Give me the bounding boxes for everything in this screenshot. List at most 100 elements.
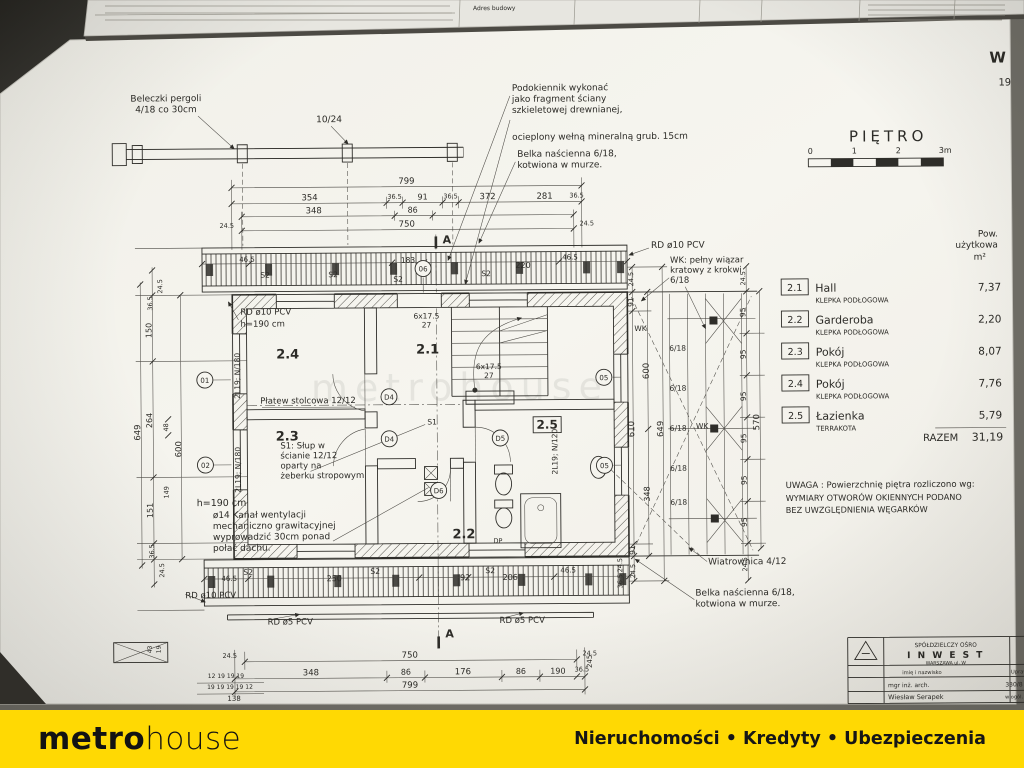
dim-label: 570 bbox=[752, 414, 762, 430]
dim-label: RD ø5 PCV bbox=[500, 616, 546, 626]
dim-label: 24.5 bbox=[629, 564, 637, 579]
legend-room-num: 2.5 bbox=[788, 411, 803, 422]
dim-label: 24.5 bbox=[223, 652, 238, 660]
dim-label: ścianie 12/12 bbox=[280, 450, 337, 461]
dim-label: 649 bbox=[133, 424, 143, 440]
dim-label: 36.5 bbox=[146, 296, 154, 311]
dim-label: jako fragment ściany bbox=[511, 93, 607, 105]
dim-label: 91 bbox=[417, 193, 427, 202]
dim-label: wyprowadzić 30cm ponad bbox=[213, 531, 330, 543]
left-dimension-chains bbox=[134, 247, 248, 611]
top-sheet-text: Adres budowy bbox=[473, 5, 516, 12]
dim-label: 24.5 bbox=[220, 222, 235, 230]
bottom-balcony bbox=[200, 556, 633, 621]
dim-label: 600 bbox=[174, 441, 184, 457]
dim-label: 86 bbox=[408, 206, 418, 215]
ref-bubble-06: 06 bbox=[414, 260, 432, 277]
dim-label: 46.5 bbox=[560, 566, 576, 574]
dim-label: h=190 cm bbox=[240, 320, 284, 330]
note-uwaga: UWAGA : Powierzchnię piętra rozliczono w… bbox=[786, 480, 975, 515]
dim-label: S1 bbox=[427, 417, 437, 426]
legend-room-area: 2,20 bbox=[978, 313, 1001, 325]
dim-label: S2 bbox=[481, 269, 491, 278]
dim-label: 19 19 19 19 12 bbox=[207, 684, 253, 691]
dim-label: 95 bbox=[739, 433, 748, 443]
dim-label: 95 bbox=[740, 517, 749, 527]
dim-label: 91 bbox=[626, 297, 635, 307]
dim-label: 281 bbox=[536, 192, 552, 202]
watermark: metrohouse bbox=[311, 364, 609, 410]
room-2-5-box bbox=[532, 416, 562, 434]
ref-bubble-text: 01 bbox=[200, 377, 209, 385]
footer-tagline: Nieruchomości • Kredyty • Ubezpieczenia bbox=[574, 729, 986, 749]
dim-label: Podokiennik wykonać bbox=[512, 82, 608, 94]
dim-label: 86 bbox=[401, 668, 411, 677]
dim-label: 649 bbox=[656, 421, 666, 437]
legend-room-num: 2.2 bbox=[787, 315, 802, 326]
dim-label: 354 bbox=[301, 193, 317, 203]
org-name: SPÓŁDZIELCZY OŚRO bbox=[915, 642, 978, 649]
dim-label: 92 bbox=[460, 573, 470, 582]
ref-bubble-text: 05 bbox=[599, 374, 608, 382]
dim-label: WK bbox=[696, 422, 709, 431]
legend-header-unit: m² bbox=[974, 253, 987, 263]
dim-label: 91 bbox=[628, 545, 637, 555]
dim-label: kotwiona w murze. bbox=[517, 160, 602, 171]
sheet-title: PIĘTRO 0 1 2 3m bbox=[808, 127, 952, 168]
dim-label: S1: Słup w bbox=[280, 441, 325, 451]
dim-label: 149 bbox=[163, 486, 171, 498]
dim-label: 95 bbox=[740, 475, 749, 485]
dim-label: 250 bbox=[327, 574, 342, 583]
dim-label: 24.5 bbox=[741, 557, 749, 572]
room-label: 2.3 bbox=[276, 429, 299, 444]
dim-label: RD ø10 PCV bbox=[651, 241, 706, 251]
scale-tick: 0 bbox=[808, 147, 813, 156]
dim-label: S2 bbox=[243, 568, 253, 577]
floor-title: PIĘTRO bbox=[849, 127, 927, 146]
legend-room-material: TERRAKOTA bbox=[815, 425, 856, 433]
legend-room-num: 2.3 bbox=[788, 347, 803, 358]
brand-metro: metro bbox=[38, 721, 146, 757]
dim-label: 6x17.5 bbox=[413, 311, 439, 320]
scale-tick: 2 bbox=[896, 146, 901, 155]
dim-label: 183 bbox=[401, 256, 416, 265]
legend-room-name: Łazienka bbox=[815, 409, 865, 422]
dim-label: szkieletowej drewnianej, bbox=[512, 105, 623, 116]
dim-label: 190 bbox=[550, 667, 565, 676]
dim-label: 95 bbox=[739, 349, 748, 359]
dim-label: mechaniczno grawitacyjnej bbox=[213, 521, 336, 532]
dim-label: 206 bbox=[503, 573, 518, 582]
dim-label: 24.5 bbox=[616, 558, 624, 573]
legend-room-material: KLEPKA PODŁOGOWA bbox=[816, 392, 890, 401]
ref-bubble-D4: D4 bbox=[380, 430, 398, 448]
note-line: WYMIARY OTWORÓW OKIENNYCH PODANO bbox=[786, 491, 962, 503]
dim-label: 24.5 bbox=[739, 271, 747, 286]
dim-label: 36.5 bbox=[387, 193, 402, 201]
dim-label: 95 bbox=[739, 391, 748, 401]
dim-label: kratowy z krokwi bbox=[670, 265, 742, 276]
dim-label: Wiatrownica 4/12 bbox=[708, 557, 786, 568]
ref-bubble-05: 05 bbox=[596, 456, 613, 474]
dim-label: ocieplony wełną mineralną grub. 15cm bbox=[512, 132, 688, 143]
dim-label: S2 bbox=[370, 567, 380, 576]
dim-label: WK: pełny wiązar bbox=[670, 255, 744, 266]
dim-label: 348 bbox=[306, 206, 322, 216]
org-name-main: I N W E S T bbox=[907, 651, 984, 662]
ref-bubble-text: 06 bbox=[419, 265, 429, 273]
legend-total-label: RAZEM bbox=[923, 433, 958, 444]
top-balcony bbox=[198, 244, 631, 293]
ref-bubble-text: D4 bbox=[384, 394, 394, 402]
legend-room-num: 2.4 bbox=[788, 379, 803, 390]
dim-label: 24.5 bbox=[158, 563, 166, 578]
brand-house: house bbox=[145, 721, 242, 757]
chimney-block bbox=[465, 390, 515, 405]
dim-label: RD ø10 PCV bbox=[240, 307, 291, 317]
dim-label: 27 bbox=[422, 320, 432, 329]
dim-label: 24.5 bbox=[627, 272, 635, 287]
title-block: SPÓŁDZIELCZY OŚRO I N W E S T WARSZAWA u… bbox=[847, 635, 1024, 705]
leader-lines bbox=[185, 95, 708, 620]
dim-label: 36.5 bbox=[443, 192, 458, 200]
legend-header: użytkowa bbox=[955, 241, 998, 251]
